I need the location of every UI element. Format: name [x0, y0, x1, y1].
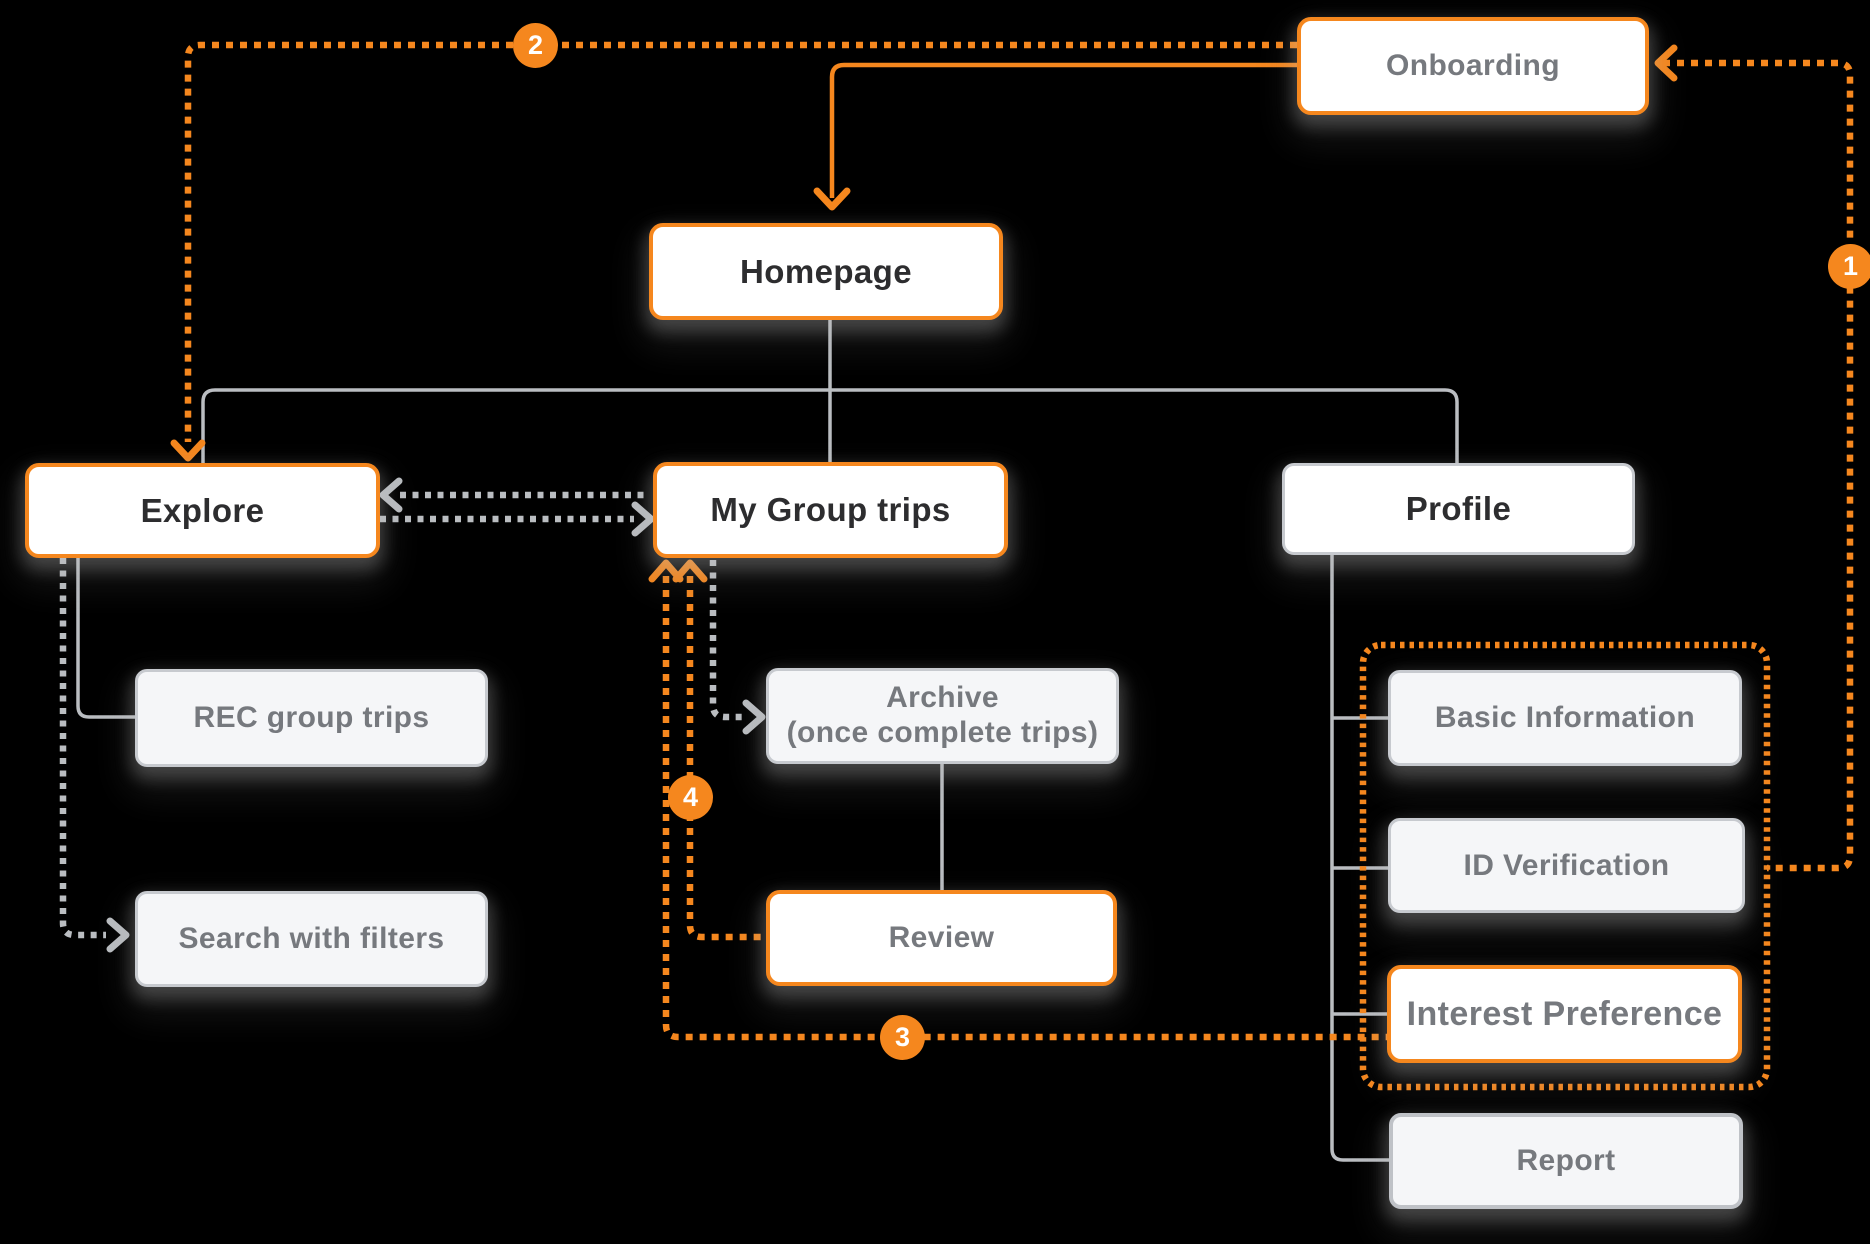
- node-onboarding: Onboarding: [1297, 17, 1649, 115]
- node-archive-label-line1: Archive: [886, 681, 999, 715]
- node-report-label: Report: [1516, 1144, 1616, 1177]
- step-badge-4-label: 4: [682, 782, 699, 812]
- path3-interestpreference-to-mygrouptrips: [648, 559, 1387, 1041]
- node-my-group-trips: My Group trips: [653, 462, 1008, 558]
- step-badge-3-label: 3: [894, 1022, 911, 1052]
- onboarding-to-homepage-arrow: [813, 62, 1297, 211]
- node-review: Review: [766, 890, 1117, 986]
- step-badge-1: 1: [1828, 244, 1870, 289]
- node-report: Report: [1389, 1113, 1743, 1209]
- node-profile: Profile: [1282, 463, 1635, 555]
- node-profile-label: Profile: [1405, 490, 1512, 527]
- profile-subpages-dashed-frame: [1359, 641, 1771, 1091]
- path2-onboarding-to-explore: [170, 41, 1297, 462]
- node-interest-preference-label: Interest Preference: [1406, 994, 1723, 1033]
- step-badge-1-label: 1: [1842, 251, 1859, 281]
- node-archive-label-line2: (once complete trips): [786, 716, 1099, 749]
- step-badge-4: 4: [668, 775, 713, 820]
- explore-to-rec-line: [76, 558, 135, 719]
- path4-review-to-mygrouptrips: [672, 559, 766, 941]
- step-badge-2: 2: [513, 23, 558, 68]
- node-rec-group-trips: REC group trips: [135, 669, 488, 767]
- node-homepage-label: Homepage: [740, 252, 912, 290]
- node-explore: Explore: [25, 463, 380, 558]
- node-onboarding-label: Onboarding: [1386, 49, 1560, 82]
- node-explore-label: Explore: [140, 491, 265, 529]
- mygrouptrips-to-archive-dotted: [709, 560, 766, 735]
- path1-idverification-to-onboarding: [1654, 44, 1854, 872]
- explore-to-search-dotted: [59, 558, 130, 953]
- node-basic-information-label: Basic Information: [1434, 701, 1696, 734]
- node-review-label: Review: [888, 921, 995, 954]
- node-basic-information: Basic Information: [1388, 670, 1742, 766]
- node-id-verification: ID Verification: [1388, 818, 1745, 913]
- node-search-with-filters-label: Search with filters: [178, 922, 445, 955]
- node-id-verification-label: ID Verification: [1463, 848, 1670, 882]
- step-badge-2-label: 2: [527, 30, 544, 60]
- node-search-with-filters: Search with filters: [135, 891, 488, 987]
- node-rec-group-trips-label: REC group trips: [193, 701, 430, 734]
- step-badge-3: 3: [880, 1015, 925, 1060]
- node-homepage: Homepage: [649, 223, 1003, 320]
- homepage-branch-lines: [201, 320, 1459, 463]
- explore-mygrouptrips-dotted-pair: [379, 477, 655, 537]
- node-interest-preference: Interest Preference: [1387, 965, 1742, 1063]
- node-archive: Archive (once complete trips): [766, 668, 1119, 764]
- node-my-group-trips-label: My Group trips: [710, 491, 951, 528]
